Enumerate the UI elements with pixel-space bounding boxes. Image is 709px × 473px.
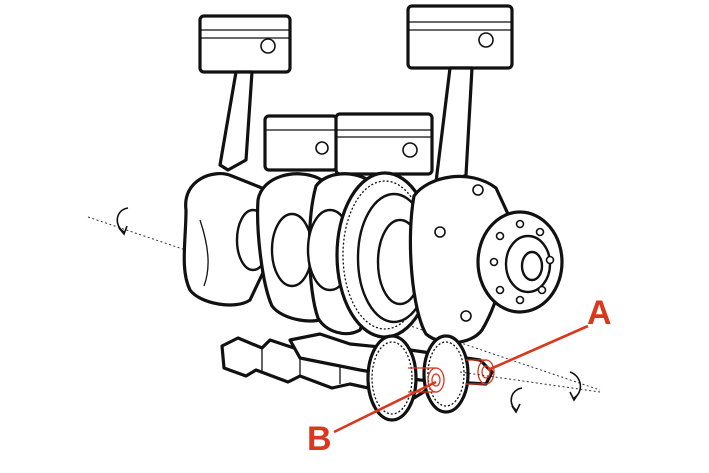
piston-middle-right xyxy=(334,112,434,176)
rotation-arrow-balancer-a xyxy=(569,371,582,402)
callout-line-a xyxy=(487,324,589,372)
bearing-a-highlight xyxy=(466,359,495,385)
front-counterweight xyxy=(408,174,511,345)
piston-middle-left xyxy=(263,114,339,172)
balancer-axis-line xyxy=(459,371,601,393)
rotation-arrow-balancer-b xyxy=(510,387,523,414)
callout-label-a: A xyxy=(587,294,612,332)
balancer-gear-b xyxy=(366,334,418,422)
callout-line-b xyxy=(333,380,437,434)
balancer-gear-a xyxy=(422,334,470,414)
piston-rear xyxy=(198,14,292,172)
rotation-arrow-left xyxy=(116,207,129,236)
crankshaft-flange xyxy=(476,210,564,314)
callout-label-b: B xyxy=(307,420,332,458)
